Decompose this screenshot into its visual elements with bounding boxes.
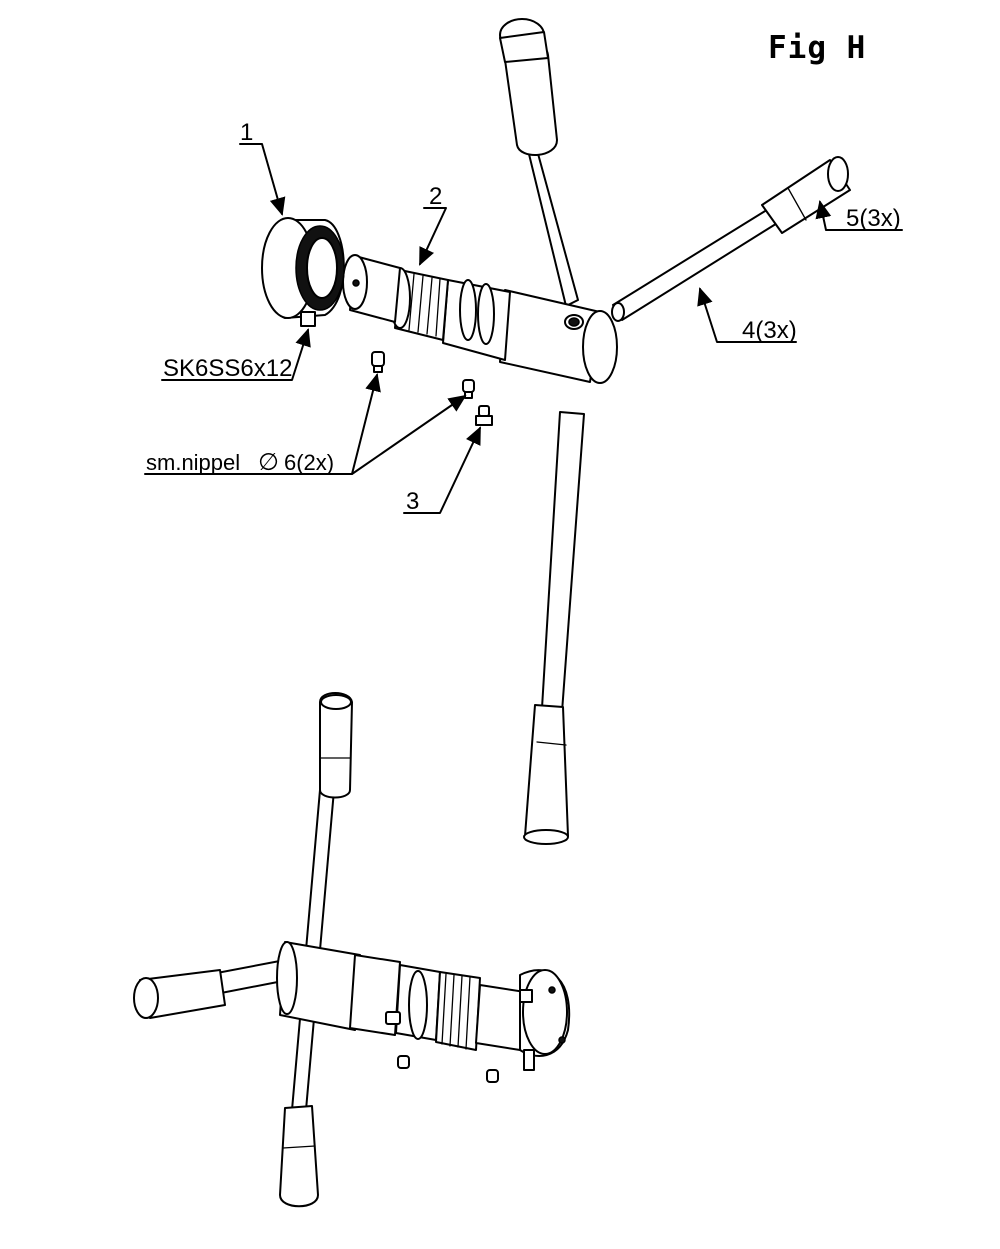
callout-3: 3: [406, 488, 419, 515]
set-screw-part-3: [475, 405, 493, 426]
main-hub-body: [442, 279, 618, 384]
lower-assembled-view: [133, 692, 571, 1208]
callout-nipple-prefix: sm.nippel: [146, 450, 240, 475]
callout-5: 5(3x): [846, 205, 901, 232]
handle-rod-part-4: [611, 207, 780, 322]
callout-screw: SK6SS6x12: [163, 355, 292, 382]
figure-title: Fig H: [768, 30, 867, 66]
diameter-symbol: ∅: [258, 449, 279, 476]
handle-knob-part-5: [761, 156, 851, 234]
callout-4: 4(3x): [742, 317, 797, 344]
upper-vertical-handle: [499, 18, 579, 307]
upper-exploded-assembly: [261, 18, 851, 845]
callout-lines: [144, 143, 903, 514]
callout-labels: 1 2 3 4(3x) 5(3x) SK6SS6x12 sm.nippel ∅ …: [146, 119, 901, 515]
front-collar: [342, 254, 401, 323]
callout-1: 1: [240, 119, 253, 146]
detached-vertical-handle: [523, 411, 585, 845]
grease-nipple-1: [371, 351, 385, 373]
callout-nipple-suffix: 6(2x): [284, 450, 334, 475]
scale-ring-part-1: [261, 217, 345, 327]
callout-2: 2: [429, 183, 442, 210]
